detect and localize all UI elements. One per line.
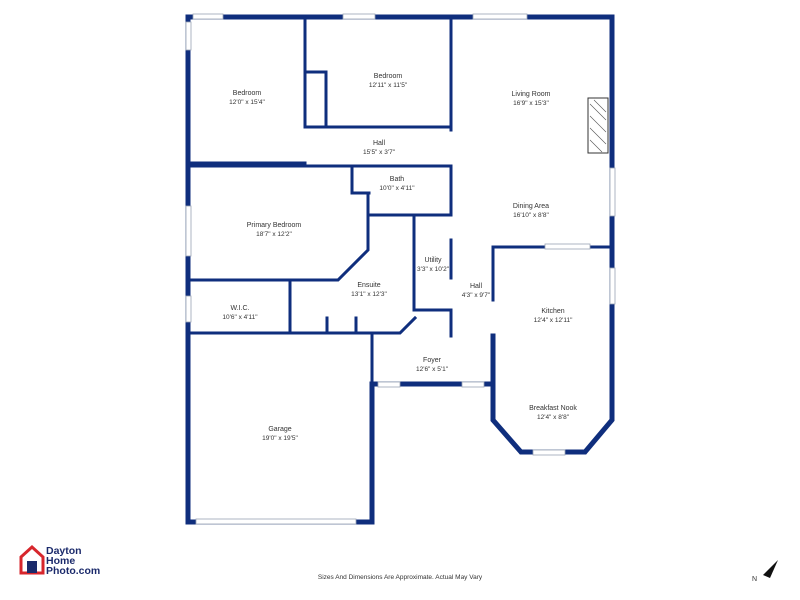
svg-text:16'9" x 15'3": 16'9" x 15'3" <box>513 100 549 107</box>
room-label-dining-area: Dining Area 16'10" x 8'8" <box>513 203 550 219</box>
svg-text:10'0" x 4'11": 10'0" x 4'11" <box>379 185 415 192</box>
svg-text:13'1" x 12'3": 13'1" x 12'3" <box>351 291 387 298</box>
room-label-hall-upper: Hall 15'5" x 3'7" <box>363 140 396 156</box>
fireplace <box>587 97 609 154</box>
svg-text:19'0" x 19'5": 19'0" x 19'5" <box>262 435 298 442</box>
svg-text:Kitchen: Kitchen <box>541 308 564 315</box>
interior-walls <box>186 15 614 386</box>
room-label-primary-bedroom: Primary Bedroom 18'7" x 12'2" <box>247 222 302 238</box>
svg-text:12'6" x 5'1": 12'6" x 5'1" <box>416 366 449 373</box>
room-label-bedroom-3: Bedroom 12'11" x 11'5" <box>369 73 408 89</box>
svg-text:Hall: Hall <box>470 283 483 290</box>
svg-text:Breakfast Nook: Breakfast Nook <box>529 405 577 412</box>
svg-text:Bath: Bath <box>390 176 405 183</box>
svg-text:12'4" x 8'8": 12'4" x 8'8" <box>537 414 570 421</box>
svg-text:12'11" x 11'5": 12'11" x 11'5" <box>369 82 408 89</box>
room-label-hall-lower: Hall 4'3" x 9'7" <box>462 283 491 299</box>
disclaimer-text: Sizes And Dimensions Are Approximate. Ac… <box>317 574 483 581</box>
house-logo-icon <box>19 544 45 575</box>
svg-text:W.I.C.: W.I.C. <box>230 305 249 312</box>
svg-text:4'3" x 9'7": 4'3" x 9'7" <box>462 292 491 299</box>
svg-text:12'4" x 12'11": 12'4" x 12'11" <box>534 317 573 324</box>
svg-text:Garage: Garage <box>268 426 291 433</box>
brand-line-2: Home <box>46 555 76 567</box>
brand-line-3: Photo.com <box>46 565 101 577</box>
brand-line-1: Dayton <box>46 545 82 557</box>
room-label-breakfast-nook: Breakfast Nook 12'4" x 8'8" <box>529 405 577 421</box>
compass-label: N <box>752 576 757 583</box>
svg-text:15'5" x 3'7": 15'5" x 3'7" <box>363 149 396 156</box>
room-label-ensuite: Ensuite 13'1" x 12'3" <box>351 282 387 298</box>
svg-text:16'10" x 8'8": 16'10" x 8'8" <box>513 212 549 219</box>
room-label-bath: Bath 10'0" x 4'11" <box>379 176 415 192</box>
compass-icon: N <box>752 560 778 583</box>
room-label-bedroom-2: Bedroom 12'0" x 15'4" <box>229 90 265 106</box>
svg-text:12'0" x 15'4": 12'0" x 15'4" <box>229 99 265 106</box>
svg-text:Ensuite: Ensuite <box>357 282 380 289</box>
svg-text:Dining Area: Dining Area <box>513 203 549 210</box>
svg-text:10'6" x 4'11": 10'6" x 4'11" <box>222 314 258 321</box>
room-label-wic: W.I.C. 10'6" x 4'11" <box>222 305 258 321</box>
room-label-living-room: Living Room 16'9" x 15'3" <box>512 91 551 107</box>
svg-text:Primary Bedroom: Primary Bedroom <box>247 222 302 229</box>
brand-logo-text: Dayton Home Photo.com <box>46 545 101 577</box>
svg-text:Bedroom: Bedroom <box>233 90 262 97</box>
room-label-kitchen: Kitchen 12'4" x 12'11" <box>534 308 573 324</box>
room-label-garage: Garage 19'0" x 19'5" <box>262 426 298 442</box>
room-label-foyer: Foyer 12'6" x 5'1" <box>416 357 449 373</box>
room-label-utility: Utility 3'3" x 10'2" <box>417 257 450 273</box>
windows <box>185 13 616 525</box>
svg-text:18'7" x 12'2": 18'7" x 12'2" <box>256 231 292 238</box>
svg-text:Bedroom: Bedroom <box>374 73 403 80</box>
svg-text:Hall: Hall <box>373 140 386 147</box>
svg-text:Utility: Utility <box>424 257 442 264</box>
svg-text:Foyer: Foyer <box>423 357 442 364</box>
svg-text:Living Room: Living Room <box>512 91 551 98</box>
svg-text:3'3" x 10'2": 3'3" x 10'2" <box>417 266 450 273</box>
